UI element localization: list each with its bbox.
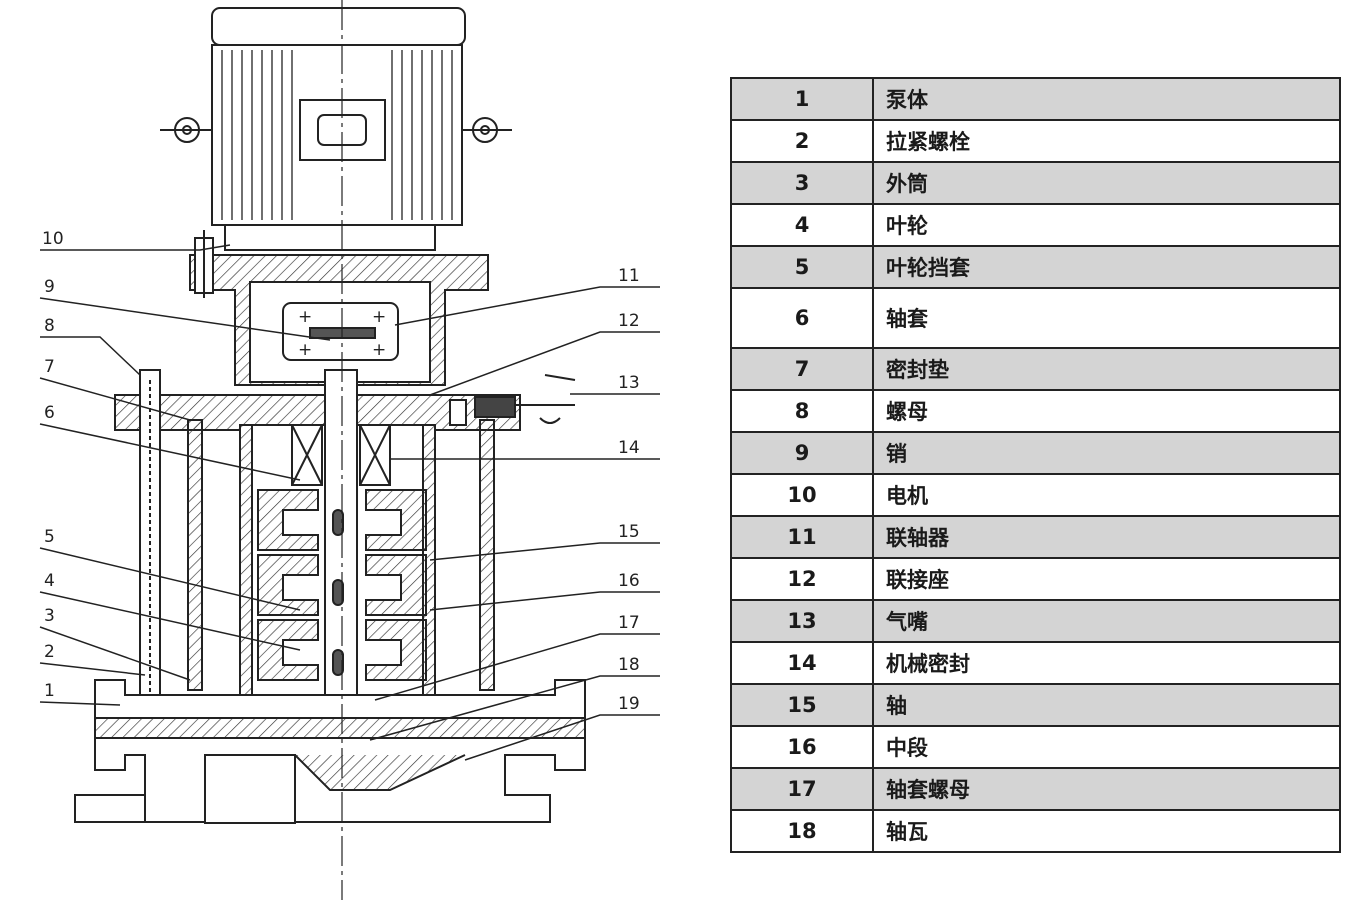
callout-2: 2 bbox=[44, 642, 55, 662]
callout-5: 5 bbox=[44, 527, 55, 547]
part-number: 2 bbox=[730, 119, 874, 163]
part-number: 9 bbox=[730, 431, 874, 475]
impeller-stage bbox=[257, 554, 319, 616]
part-name: 联轴器 bbox=[872, 515, 1341, 559]
callout-4: 4 bbox=[44, 571, 55, 591]
part-number: 14 bbox=[730, 641, 874, 685]
motor bbox=[211, 7, 466, 251]
callout-19: 19 bbox=[618, 694, 640, 714]
impeller-stage bbox=[257, 489, 319, 551]
part-name: 螺母 bbox=[872, 389, 1341, 433]
part-name: 轴套 bbox=[872, 287, 1341, 349]
part-name: 叶轮挡套 bbox=[872, 245, 1341, 289]
part-number: 18 bbox=[730, 809, 874, 853]
part-name: 机械密封 bbox=[872, 641, 1341, 685]
part-name: 气嘴 bbox=[872, 599, 1341, 643]
part-number: 3 bbox=[730, 161, 874, 205]
callout-15: 15 bbox=[618, 522, 640, 542]
part-number: 8 bbox=[730, 389, 874, 433]
part-number: 10 bbox=[730, 473, 874, 517]
svg-text:+: + bbox=[298, 307, 312, 327]
part-name: 密封垫 bbox=[872, 347, 1341, 391]
callout-3: 3 bbox=[44, 606, 55, 626]
part-name: 销 bbox=[872, 431, 1341, 475]
callout-9: 9 bbox=[44, 277, 55, 297]
callout-7: 7 bbox=[44, 357, 55, 377]
part-number: 16 bbox=[730, 725, 874, 769]
tie-rod-left bbox=[139, 369, 203, 716]
svg-text:+: + bbox=[298, 340, 312, 360]
callout-6: 6 bbox=[44, 403, 55, 423]
part-number: 13 bbox=[730, 599, 874, 643]
part-name: 轴 bbox=[872, 683, 1341, 727]
callout-17: 17 bbox=[618, 613, 640, 633]
part-name: 拉紧螺栓 bbox=[872, 119, 1341, 163]
lifting-eye-right bbox=[462, 117, 512, 143]
callout-12: 12 bbox=[618, 311, 640, 331]
part-number: 6 bbox=[730, 287, 874, 349]
part-name: 轴套螺母 bbox=[872, 767, 1341, 811]
tie-rod-right bbox=[449, 399, 495, 691]
air-valve bbox=[474, 374, 576, 424]
callout-labels-left: 10 9 8 7 6 5 4 3 2 1 bbox=[42, 229, 64, 701]
part-number: 11 bbox=[730, 515, 874, 559]
callout-18: 18 bbox=[618, 655, 640, 675]
callout-14: 14 bbox=[618, 438, 640, 458]
part-name: 轴瓦 bbox=[872, 809, 1341, 853]
impeller-stage bbox=[365, 619, 427, 681]
svg-text:+: + bbox=[372, 340, 386, 360]
impeller-stage bbox=[257, 619, 319, 681]
callout-11: 11 bbox=[618, 266, 640, 286]
leader-lines bbox=[39, 244, 660, 761]
impeller-stage bbox=[365, 554, 427, 616]
callout-8: 8 bbox=[44, 316, 55, 336]
pump-cross-section-diagram: + + + + bbox=[39, 0, 660, 900]
callout-labels-right: 11 12 13 14 15 16 17 18 19 bbox=[618, 266, 640, 714]
impeller-stages bbox=[257, 489, 427, 681]
part-number: 12 bbox=[730, 557, 874, 601]
part-number: 7 bbox=[730, 347, 874, 391]
part-number: 17 bbox=[730, 767, 874, 811]
part-number: 5 bbox=[730, 245, 874, 289]
impeller-stage bbox=[365, 489, 427, 551]
callout-1: 1 bbox=[44, 681, 55, 701]
mechanical-seal bbox=[291, 424, 391, 486]
callout-16: 16 bbox=[618, 571, 640, 591]
coupling: + + + + bbox=[282, 302, 399, 361]
part-number: 1 bbox=[730, 77, 874, 121]
part-name: 叶轮 bbox=[872, 203, 1341, 247]
part-name: 联接座 bbox=[872, 557, 1341, 601]
part-name: 泵体 bbox=[872, 77, 1341, 121]
svg-text:+: + bbox=[372, 307, 386, 327]
part-number: 4 bbox=[730, 203, 874, 247]
part-name: 电机 bbox=[872, 473, 1341, 517]
lifting-eye-left bbox=[160, 117, 212, 143]
part-number: 15 bbox=[730, 683, 874, 727]
part-name: 外筒 bbox=[872, 161, 1341, 205]
callout-10: 10 bbox=[42, 229, 64, 249]
part-name: 中段 bbox=[872, 725, 1341, 769]
callout-13: 13 bbox=[618, 373, 640, 393]
